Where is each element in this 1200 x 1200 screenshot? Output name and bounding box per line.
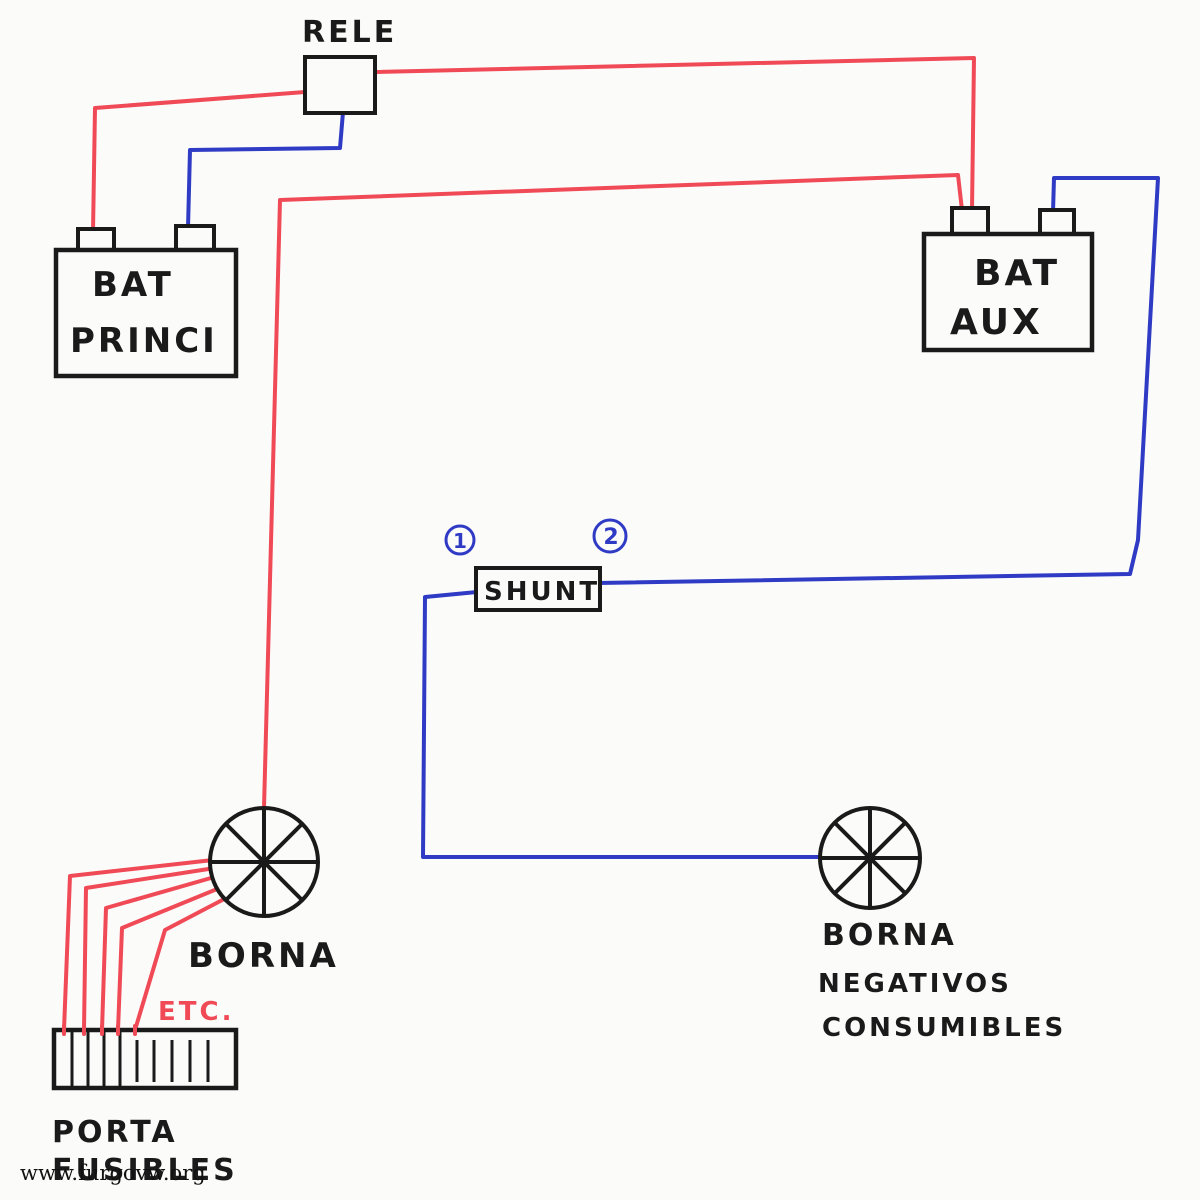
fuse-holder-body	[51, 1027, 239, 1091]
shunt: 1 2 SHUNT	[444, 518, 628, 612]
borna-positive-spoke	[224, 822, 304, 902]
shunt-box	[474, 566, 602, 612]
bat-aux-body	[921, 231, 1095, 353]
battery-auxiliary: BAT AUX	[921, 206, 1095, 353]
negative-wires	[186, 110, 1160, 859]
borna-negativos-spoke	[833, 821, 907, 895]
shunt-terminal-1-marker	[444, 524, 476, 556]
wire-borna-to-fuse-3	[100, 874, 220, 1032]
fuse-holder	[51, 1027, 239, 1091]
bat-princi-label-line2: PRINCI	[70, 321, 218, 361]
wire-bat-aux-to-borna	[262, 173, 964, 810]
wire-bat-aux-neg-to-shunt	[596, 176, 1160, 585]
wire-shunt-to-borna-negativos	[421, 590, 828, 859]
shunt-terminal-1-label: 1	[453, 529, 467, 553]
borna-positive	[208, 806, 320, 918]
wire-rele-to-bat-princi-neg	[186, 110, 345, 230]
shunt-label: SHUNT	[484, 577, 600, 607]
bat-princi-label-line1: BAT	[92, 265, 174, 305]
fuse-wire-tips	[62, 1024, 137, 1036]
wire-rele-to-bat-princi	[91, 90, 307, 234]
wire-borna-to-fuse-1	[62, 858, 215, 1032]
borna-negativos	[818, 806, 922, 910]
rele-label: RELE	[302, 15, 397, 50]
borna-label: BORNA	[188, 936, 339, 976]
borna-negativos-label-line2: NEGATIVOS	[818, 969, 1012, 999]
etc-label: ETC.	[158, 997, 234, 1027]
battery-principal: BAT PRINCI	[53, 224, 239, 379]
wire-rele-to-bat-aux	[372, 56, 976, 212]
shunt-terminal-2-label: 2	[603, 525, 618, 550]
borna-negativos-label-line1: BORNA	[822, 918, 957, 953]
relay-box	[303, 55, 377, 115]
watermark: www.furgovw.org	[20, 1161, 206, 1185]
porta-fusibles-label-line2: FUSIBLES	[52, 1153, 238, 1188]
borna-negativos-label-line3: CONSUMIBLES	[822, 1013, 1066, 1043]
shunt-terminal-2-marker	[592, 518, 628, 554]
wire-borna-to-fuse-5	[133, 895, 230, 1032]
relay: RELE	[302, 15, 397, 115]
wire-borna-to-fuse-4	[116, 885, 224, 1032]
wire-borna-to-fuse-2	[82, 866, 217, 1032]
porta-fusibles-label-line1: PORTA	[52, 1115, 178, 1150]
positive-wires	[62, 56, 976, 1032]
bat-aux-label-line1: BAT	[974, 253, 1060, 294]
bat-princi-body	[53, 247, 239, 379]
bat-aux-label-line2: AUX	[950, 302, 1043, 343]
